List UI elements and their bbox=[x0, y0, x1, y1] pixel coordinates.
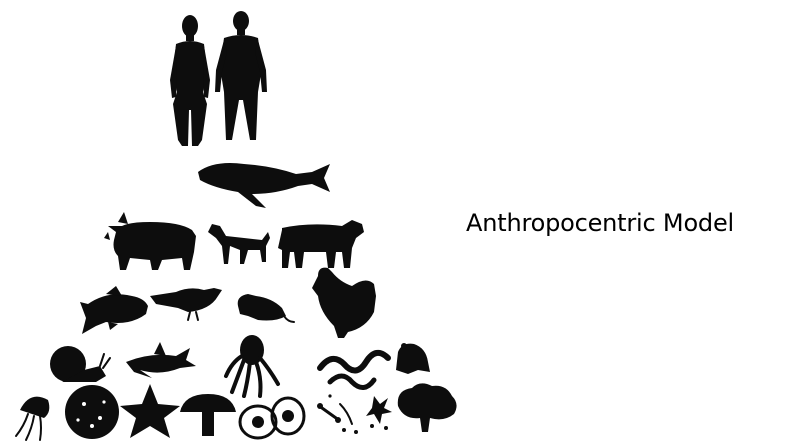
cells-silhouette bbox=[240, 398, 304, 438]
mushroom-silhouette bbox=[180, 394, 236, 436]
cow-silhouette bbox=[278, 220, 364, 268]
bird-silhouette bbox=[150, 288, 222, 320]
woman-silhouette bbox=[170, 15, 210, 146]
fish-silhouette bbox=[80, 286, 148, 334]
frog-silhouette bbox=[396, 343, 430, 374]
jellyfish-silhouette bbox=[16, 397, 49, 440]
octopus-silhouette bbox=[226, 335, 278, 396]
snail-silhouette bbox=[50, 346, 110, 382]
tier-2-whale bbox=[198, 163, 330, 208]
coral-silhouette bbox=[65, 385, 119, 439]
algae-silhouette bbox=[366, 396, 392, 430]
tree-silhouette bbox=[398, 383, 457, 432]
shark-silhouette bbox=[126, 342, 196, 378]
snakes-silhouette bbox=[320, 353, 388, 388]
chicken-silhouette bbox=[312, 268, 376, 338]
tier-4-animals bbox=[80, 268, 376, 338]
man-silhouette bbox=[215, 11, 267, 140]
whale-silhouette bbox=[198, 163, 330, 208]
model-title: Anthropocentric Model bbox=[466, 209, 734, 237]
tier-5-animals bbox=[50, 335, 430, 396]
tier-3-mammals bbox=[104, 212, 364, 270]
tier-1-humans bbox=[170, 11, 267, 146]
tier-6-organisms bbox=[16, 383, 457, 440]
rat-silhouette bbox=[238, 294, 294, 322]
dog-silhouette bbox=[208, 224, 270, 264]
starfish-silhouette bbox=[120, 384, 180, 438]
microbes-silhouette bbox=[317, 394, 358, 434]
pig-silhouette bbox=[104, 212, 196, 270]
